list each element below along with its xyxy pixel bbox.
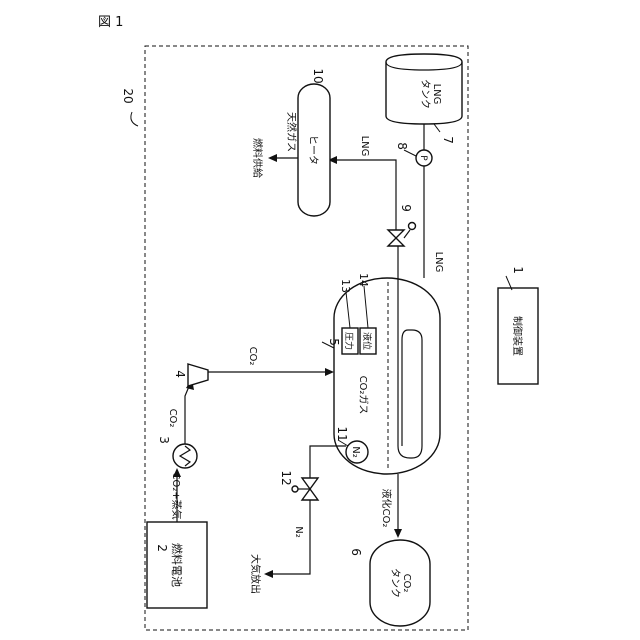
flow-label-natural-gas: 天然ガス <box>285 112 298 152</box>
control-device-label: 制御装置 <box>511 316 524 356</box>
control-device-ref: 1 <box>511 266 525 274</box>
flow-label-fuel-supply: 燃料供給 <box>251 138 264 178</box>
flow-label-co2-after-hx: CO₂ <box>167 409 178 428</box>
co2-tank-ref: 6 <box>349 548 363 556</box>
pipe-n2-vent <box>268 446 346 574</box>
valve-lng <box>388 230 404 246</box>
flow-label-n2: N₂ <box>293 526 304 538</box>
arrow-liquid-co2 <box>394 529 402 538</box>
valve-lng-actuator <box>409 223 416 230</box>
valve-n2-ref: 12 <box>279 470 293 485</box>
co2-tank-label-2: タンク <box>389 568 401 598</box>
lng-tank-ref: 7 <box>441 136 455 144</box>
flow-label-lng-pipe: LNG <box>433 252 444 273</box>
level-sensor-ref: 14 <box>357 273 370 287</box>
compressor-ref: 4 <box>173 370 187 378</box>
co2-vessel-gas-label: CO₂ガス <box>357 376 369 415</box>
n2-source-label: N₂ <box>350 446 361 458</box>
pressure-sensor-ref: 13 <box>339 279 352 293</box>
heat-exchanger <box>173 444 197 468</box>
fuel-cell-label: 燃料電池 <box>170 543 184 587</box>
lng-tank-label-1: LNG <box>431 84 442 105</box>
figure-title: 図 1 <box>98 15 123 30</box>
flow-label-liquid-co2: 液化CO₂ <box>380 489 393 528</box>
arrow-atmosphere <box>264 570 273 578</box>
pipe-coil-to-heater <box>332 160 398 284</box>
valve-lng-ref: 9 <box>399 204 413 212</box>
pipe-hx-to-compressor <box>185 384 190 444</box>
n2-source-ref: 11 <box>335 426 349 441</box>
heater-ref: 10 <box>311 68 325 83</box>
fuel-cell-ref: 2 <box>155 544 169 552</box>
flow-label-atmosphere: 大気放出 <box>249 554 262 594</box>
lng-tank-ref-leader <box>434 124 440 132</box>
flow-label-co2-steam: CO₂+蒸気 <box>170 472 183 519</box>
arrow-fuel-supply <box>268 154 277 162</box>
heater-label: ヒータ <box>307 135 319 165</box>
valve-n2-actuator <box>292 486 298 492</box>
valve-lng-stem <box>404 230 410 238</box>
pump-label: P <box>418 155 428 161</box>
pump-ref-leader <box>404 150 416 156</box>
compressor <box>188 364 208 386</box>
heat-exchanger-ref: 3 <box>157 436 171 444</box>
co2-tank-label-1: CO₂ <box>401 574 412 593</box>
pump-ref: 8 <box>395 142 409 150</box>
lng-tank-label-2: タンク <box>419 79 431 109</box>
arrow-to-vessel <box>325 368 334 376</box>
co2-vessel-ref: 5 <box>327 338 341 346</box>
system-ref-leader <box>131 112 138 126</box>
flow-label-lng-to-heater: LNG <box>359 136 370 157</box>
level-sensor-label: 液位 <box>361 332 373 350</box>
pressure-sensor-label: 圧力 <box>343 332 355 350</box>
system-ref: 20 <box>121 88 135 103</box>
flow-label-co2-to-tank: CO₂ <box>247 347 258 366</box>
